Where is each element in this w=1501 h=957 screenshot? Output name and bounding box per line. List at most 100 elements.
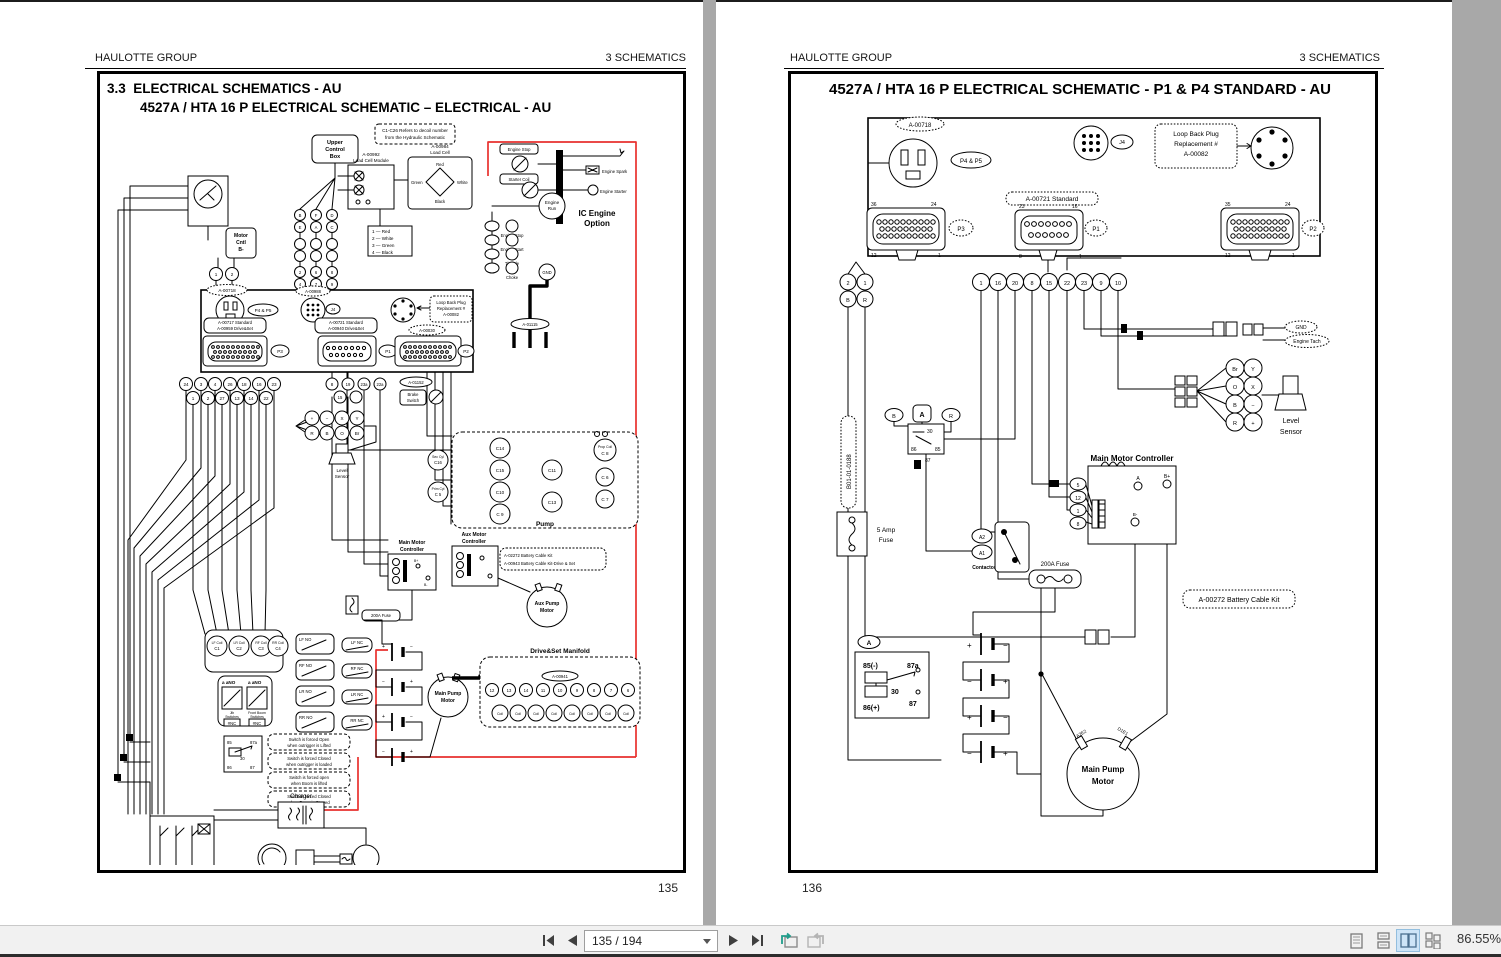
wire-number-rows: 24 3 4 26 18 16 23 1 2 27 13 14 22 8 19 …	[179, 377, 387, 405]
svg-text:A-00992: A-00992	[362, 152, 380, 157]
svg-text:P4 & P5: P4 & P5	[255, 308, 272, 313]
svg-text:A-00272 Battery Cable Kit: A-00272 Battery Cable Kit	[1199, 597, 1280, 604]
svg-text:Switch is forced Open: Switch is forced Open	[289, 737, 330, 742]
facing-pages-view-icon[interactable]	[1396, 929, 1420, 952]
svg-text:when Boom is lifted: when Boom is lifted	[291, 781, 328, 786]
svg-text:when outrigger is loaded: when outrigger is loaded	[286, 762, 332, 767]
svg-text:Switch: Switch	[407, 398, 420, 403]
header-rule	[85, 68, 686, 69]
svg-text:Load Cell: Load Cell	[430, 150, 449, 155]
single-page-view-icon[interactable]	[1345, 930, 1367, 951]
svg-text:4: 4	[214, 382, 217, 387]
svg-text:+: +	[311, 416, 314, 421]
svg-text:P1: P1	[385, 349, 391, 354]
previous-page-button[interactable]	[562, 930, 582, 950]
page-gutter	[703, 0, 716, 925]
svg-text:87a: 87a	[250, 740, 258, 745]
decoil-note: C1-C26 Refers to decoil number from the …	[374, 123, 456, 145]
svg-text:30: 30	[240, 756, 245, 761]
svg-text:14: 14	[248, 396, 254, 401]
svg-text:a aNO: a aNO	[248, 680, 262, 685]
svg-text:C 6: C 6	[601, 475, 609, 480]
zoom-level[interactable]: 86.55%	[1457, 931, 1501, 946]
svg-text:A-00940 Drive&Set: A-00940 Drive&Set	[328, 326, 365, 331]
svg-text:P2: P2	[463, 349, 469, 354]
continuous-view-icon[interactable]	[1372, 930, 1394, 951]
svg-text:12: 12	[1075, 496, 1081, 502]
upper-control-box: Upper Control Box	[311, 134, 359, 179]
svg-text:A-02272 Battery Cable Kit: A-02272 Battery Cable Kit	[504, 553, 553, 558]
svg-text:5 Amp: 5 Amp	[877, 527, 896, 534]
svg-text:36: 36	[871, 202, 877, 208]
svg-text:16: 16	[1072, 204, 1078, 210]
svg-text:1 — Red: 1 — Red	[372, 229, 391, 234]
svg-text:8: 8	[1030, 281, 1033, 287]
svg-text:27: 27	[219, 396, 225, 401]
schematic-title: 4527A / HTA 16 P ELECTRICAL SCHEMATIC – …	[140, 100, 552, 115]
svg-text:B-: B-	[238, 247, 244, 253]
pdf-page-135: HAULOTTE GROUP 3 SCHEMATICS 3.3 ELECTRIC…	[0, 2, 703, 925]
svg-text:1: 1	[979, 281, 982, 287]
svg-text:16: 16	[995, 281, 1001, 287]
svg-text:Replacement #: Replacement #	[437, 306, 466, 311]
page-number-input[interactable]	[585, 931, 702, 950]
svg-text:C10: C10	[496, 490, 505, 495]
svg-text:B: B	[299, 213, 302, 218]
svg-text:GND: GND	[542, 270, 551, 275]
svg-text:Main Pump: Main Pump	[1082, 765, 1125, 774]
drive-set-manifold: Drive&Set Manifold A-00941 12 13 14 11 1…	[479, 648, 641, 728]
svg-text:1: 1	[1292, 253, 1295, 259]
window-top-edge	[0, 0, 1501, 2]
svg-text:Jib: Jib	[230, 711, 234, 715]
svg-text:Option: Option	[584, 219, 610, 228]
svg-text:1: 1	[1079, 254, 1082, 260]
load-cell: A-00984 Load Cell Red White Black Green	[393, 144, 473, 210]
svg-text:+: +	[1251, 421, 1254, 427]
svg-text:16: 16	[256, 382, 262, 387]
svg-text:200A Fuse: 200A Fuse	[1041, 562, 1070, 568]
svg-text:Green: Green	[411, 180, 423, 185]
ic-engine-option: Engine Stop Starter Coil Engine Spark En…	[484, 143, 628, 348]
relay-detail-a: A 85(-) 87a 30 86(+) 87	[854, 635, 930, 719]
page-number-136: 136	[802, 881, 823, 895]
svg-text:Starter Coil: Starter Coil	[509, 177, 530, 182]
svg-text:Sensor: Sensor	[335, 474, 350, 479]
svg-text:a aNO: a aNO	[222, 680, 236, 685]
first-page-button[interactable]	[538, 930, 558, 950]
svg-text:Aux Motor: Aux Motor	[462, 532, 487, 538]
svg-text:24: 24	[1285, 202, 1291, 208]
svg-text:19: 19	[346, 382, 351, 387]
svg-text:C 9: C 9	[496, 512, 504, 517]
svg-text:Main Motor Controller: Main Motor Controller	[1090, 454, 1173, 463]
svg-text:A-00721 Standard: A-00721 Standard	[329, 320, 364, 325]
page-dropdown-caret[interactable]	[703, 939, 711, 944]
svg-text:13: 13	[507, 688, 512, 693]
svg-text:−: −	[967, 749, 972, 758]
svg-text:C2: C2	[236, 646, 242, 651]
svg-text:Switch is forced Closed: Switch is forced Closed	[287, 794, 331, 799]
next-page-button[interactable]	[724, 930, 744, 950]
page-number-field[interactable]	[584, 930, 718, 952]
svg-text:86: 86	[911, 447, 917, 453]
svg-text:C4: C4	[275, 646, 281, 651]
continuous-facing-view-icon[interactable]	[1422, 930, 1444, 951]
svg-text:Sec Cyl: Sec Cyl	[432, 455, 444, 459]
last-page-button[interactable]	[748, 930, 768, 950]
svg-text:23: 23	[1019, 204, 1025, 210]
svg-text:1: 1	[938, 253, 941, 259]
svg-text:4 — Black: 4 — Black	[372, 250, 394, 255]
svg-text:P3: P3	[277, 349, 283, 354]
svg-text:1: 1	[192, 396, 195, 401]
svg-text:LF NO: LF NO	[299, 637, 312, 642]
svg-text:LR NC: LR NC	[351, 692, 364, 697]
previous-view-button[interactable]	[778, 930, 800, 950]
svg-text:Coil: Coil	[497, 712, 503, 716]
svg-text:R: R	[863, 298, 867, 304]
gnd-tach: GND Engine Tach	[1212, 320, 1330, 348]
svg-text:A: A	[867, 640, 872, 647]
svg-text:85: 85	[935, 447, 941, 453]
next-view-button[interactable]	[804, 930, 826, 950]
svg-text:30: 30	[891, 689, 899, 696]
svg-text:C15: C15	[496, 468, 505, 473]
battery-bank-right: + − − + + − − +	[962, 629, 1110, 763]
